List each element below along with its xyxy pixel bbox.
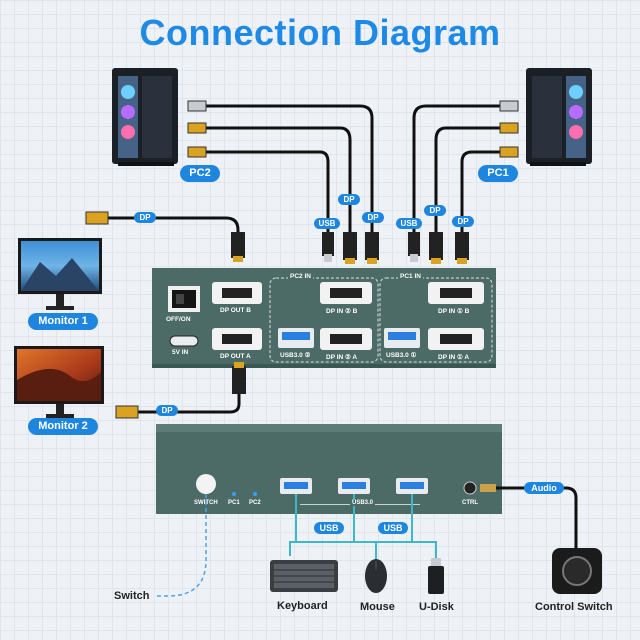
switch-button-label: SWITCH: [194, 500, 218, 506]
off-on-label: OFF/ON: [166, 316, 191, 323]
keyboard-caption: Keyboard: [277, 600, 328, 612]
five-v-in-label: 5V IN: [172, 349, 189, 356]
usb30-label: USB3.0: [350, 500, 376, 506]
cable-tag-usb: USB: [314, 522, 344, 534]
monitor2-cable: [115, 362, 246, 419]
cable-tag-dp: DP: [362, 212, 384, 223]
audio-cable: [480, 484, 578, 550]
pc2-usb-label: USB3.0 ②: [280, 352, 311, 359]
switch-caption: Switch: [114, 590, 150, 602]
pc1-cables: [412, 104, 500, 238]
pc2-cable-connectors: [187, 100, 379, 264]
udisk-device: [428, 558, 444, 594]
keyboard-device: [270, 560, 338, 592]
pc1-label: PC1: [478, 165, 518, 182]
control-switch-device: [552, 548, 602, 594]
cable-tag-dp: DP: [452, 216, 474, 227]
pc2-led-label: PC2: [249, 500, 261, 506]
pc2-label: PC2: [180, 165, 220, 182]
cable-tag-dp: DP: [338, 194, 360, 205]
cable-tag-usb: USB: [396, 218, 422, 229]
cable-tag-usb: USB: [314, 218, 340, 229]
pc1-dp-in-b-label: DP IN ① B: [438, 308, 470, 315]
control-switch-caption: Control Switch: [535, 601, 613, 613]
ctrl-label: CTRL: [462, 500, 478, 506]
pc2-dp-in-a-label: DP IN ② A: [326, 354, 358, 361]
monitor2-label: Monitor 2: [28, 418, 98, 435]
monitor1-label: Monitor 1: [28, 313, 98, 330]
monitor1-cable: [85, 211, 245, 262]
pc1-dp-in-a-label: DP IN ① A: [438, 354, 470, 361]
pc2-dp-in-b-label: DP IN ② B: [326, 308, 358, 315]
cable-tag-dp: DP: [424, 205, 446, 216]
pc2-in-label: PC2 IN: [288, 273, 313, 280]
udisk-caption: U-Disk: [419, 601, 454, 613]
cable-tag-usb: USB: [378, 522, 408, 534]
pc2-cables: [205, 104, 374, 238]
pc1-in-label: PC1 IN: [398, 273, 423, 280]
cable-tag-dp: DP: [134, 212, 156, 223]
cable-tag-audio: Audio: [524, 482, 564, 494]
page-title: Connection Diagram: [139, 12, 501, 53]
pc1-usb-label: USB3.0 ①: [386, 352, 417, 359]
mouse-caption: Mouse: [360, 601, 395, 613]
usb-connection-lines: [289, 494, 437, 560]
mouse-device: [365, 559, 387, 593]
cable-tag-dp: DP: [156, 405, 178, 416]
dp-out-b-label: DP OUT B: [220, 307, 251, 314]
kvm-top-panel: [152, 268, 496, 368]
pc2-tower: [112, 68, 178, 166]
pc1-cable-connectors: [408, 100, 519, 264]
pc1-tower: [526, 68, 592, 166]
monitor2: [14, 346, 104, 418]
dp-out-a-label: DP OUT A: [220, 353, 251, 360]
monitor1: [18, 238, 102, 310]
pc1-led-label: PC1: [228, 500, 240, 506]
